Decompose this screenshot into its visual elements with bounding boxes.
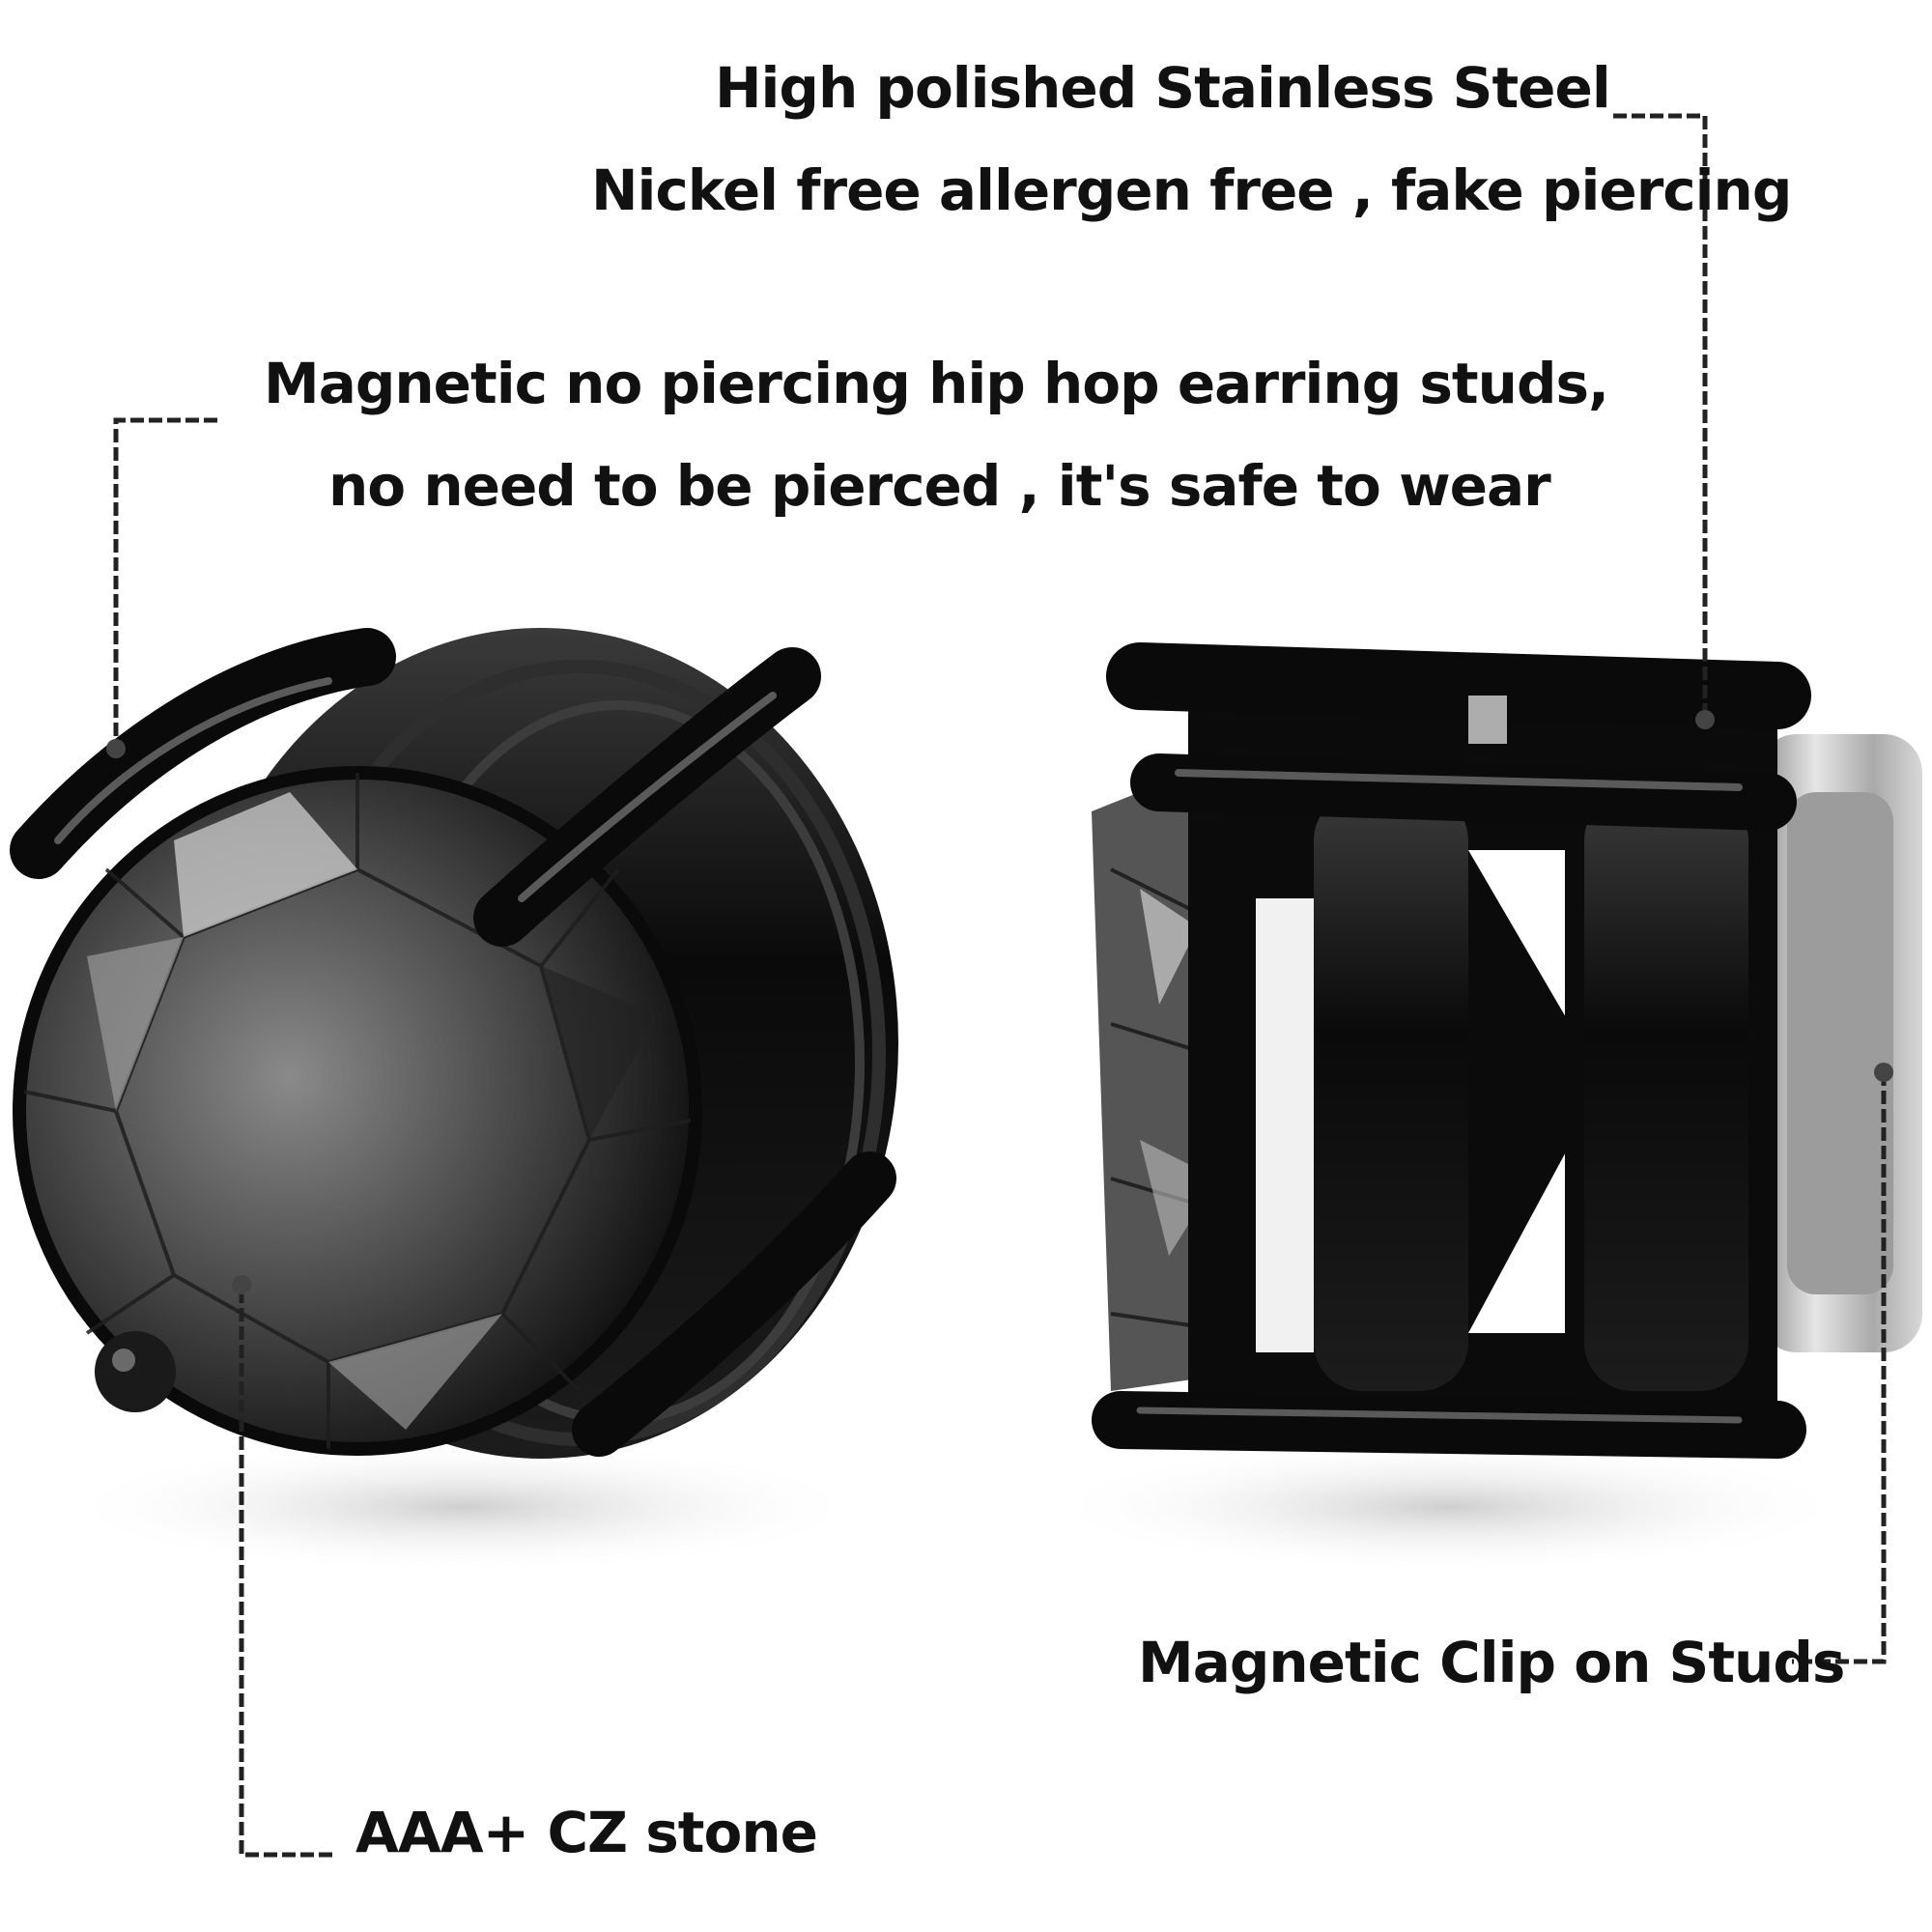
callout-magnetic-line2: no need to be pierced , it's safe to wea… <box>328 453 1551 519</box>
left-earring <box>10 628 898 1459</box>
leader-magnetic <box>113 417 217 744</box>
leader-lines <box>113 113 1887 1858</box>
callout-stone: AAA+ CZ stone <box>355 1800 818 1865</box>
callout-clip: Magnetic Clip on Studs <box>1138 1630 1845 1695</box>
leader-stone <box>239 1290 333 1858</box>
callout-steel-line1: High polished Stainless Steel <box>715 55 1611 121</box>
leader-steel <box>1613 113 1708 715</box>
callout-magnetic-line1: Magnetic no piercing hip hop earring stu… <box>264 351 1609 416</box>
leader-dots <box>106 710 1893 1294</box>
shadow-right <box>1043 1439 1855 1575</box>
leader-clip <box>1792 1072 1887 1664</box>
shadow-left <box>58 1439 869 1575</box>
callout-steel-line2: Nickel free allergen free , fake piercin… <box>591 157 1792 223</box>
right-earring <box>1092 642 1922 1459</box>
